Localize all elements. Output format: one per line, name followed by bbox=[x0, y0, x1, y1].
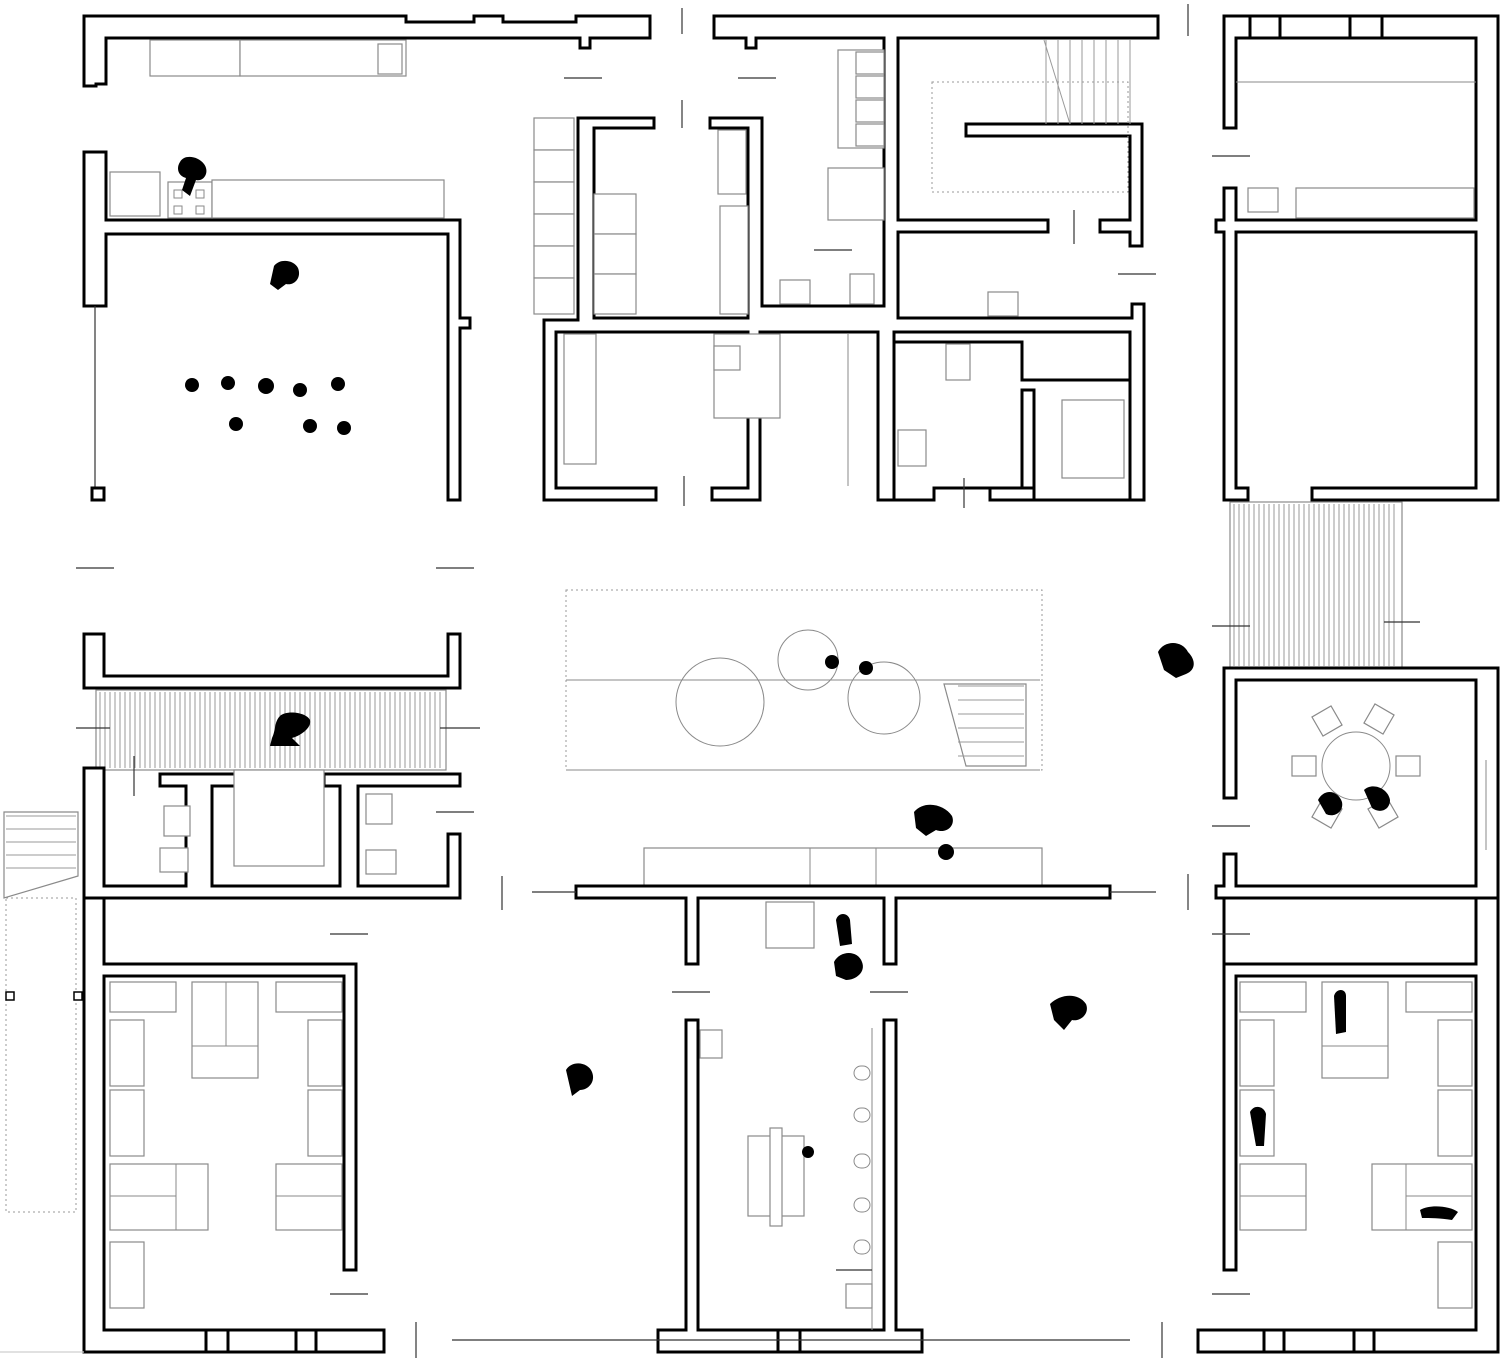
person-figure bbox=[859, 661, 873, 675]
person-figure bbox=[1420, 1206, 1458, 1220]
person-figure bbox=[1050, 995, 1087, 1030]
person-figure bbox=[802, 1146, 814, 1158]
person-figure bbox=[1364, 786, 1390, 811]
person-figure bbox=[834, 953, 863, 980]
external-stair bbox=[3, 811, 83, 1213]
unit-bottom-middle bbox=[656, 1018, 924, 1354]
unit-bottom-left bbox=[82, 896, 386, 1354]
person-figure bbox=[566, 1063, 594, 1096]
unit-middle-left bbox=[82, 632, 462, 900]
people-figures bbox=[178, 156, 1458, 1220]
person-figure bbox=[178, 156, 207, 196]
person-figure bbox=[825, 655, 839, 669]
unit-bottom-right bbox=[1196, 896, 1500, 1354]
unit-top-middle bbox=[533, 14, 1160, 502]
section-marks bbox=[0, 4, 1420, 1358]
person-figure bbox=[270, 712, 311, 746]
person-figure bbox=[1158, 643, 1194, 678]
courtyard-features bbox=[565, 589, 1112, 966]
bridge-hatched bbox=[1229, 501, 1403, 669]
unit-top-left bbox=[82, 14, 652, 502]
person-figure bbox=[836, 914, 852, 946]
person-figure bbox=[914, 804, 953, 836]
unit-middle-right bbox=[1214, 666, 1500, 900]
person-figure bbox=[1318, 791, 1343, 816]
person-figure bbox=[1334, 990, 1346, 1034]
person-figure bbox=[270, 260, 300, 290]
person-figure bbox=[938, 844, 954, 860]
unit-top-right bbox=[1214, 14, 1500, 502]
children-group bbox=[185, 376, 351, 435]
person-figure bbox=[1250, 1106, 1266, 1146]
